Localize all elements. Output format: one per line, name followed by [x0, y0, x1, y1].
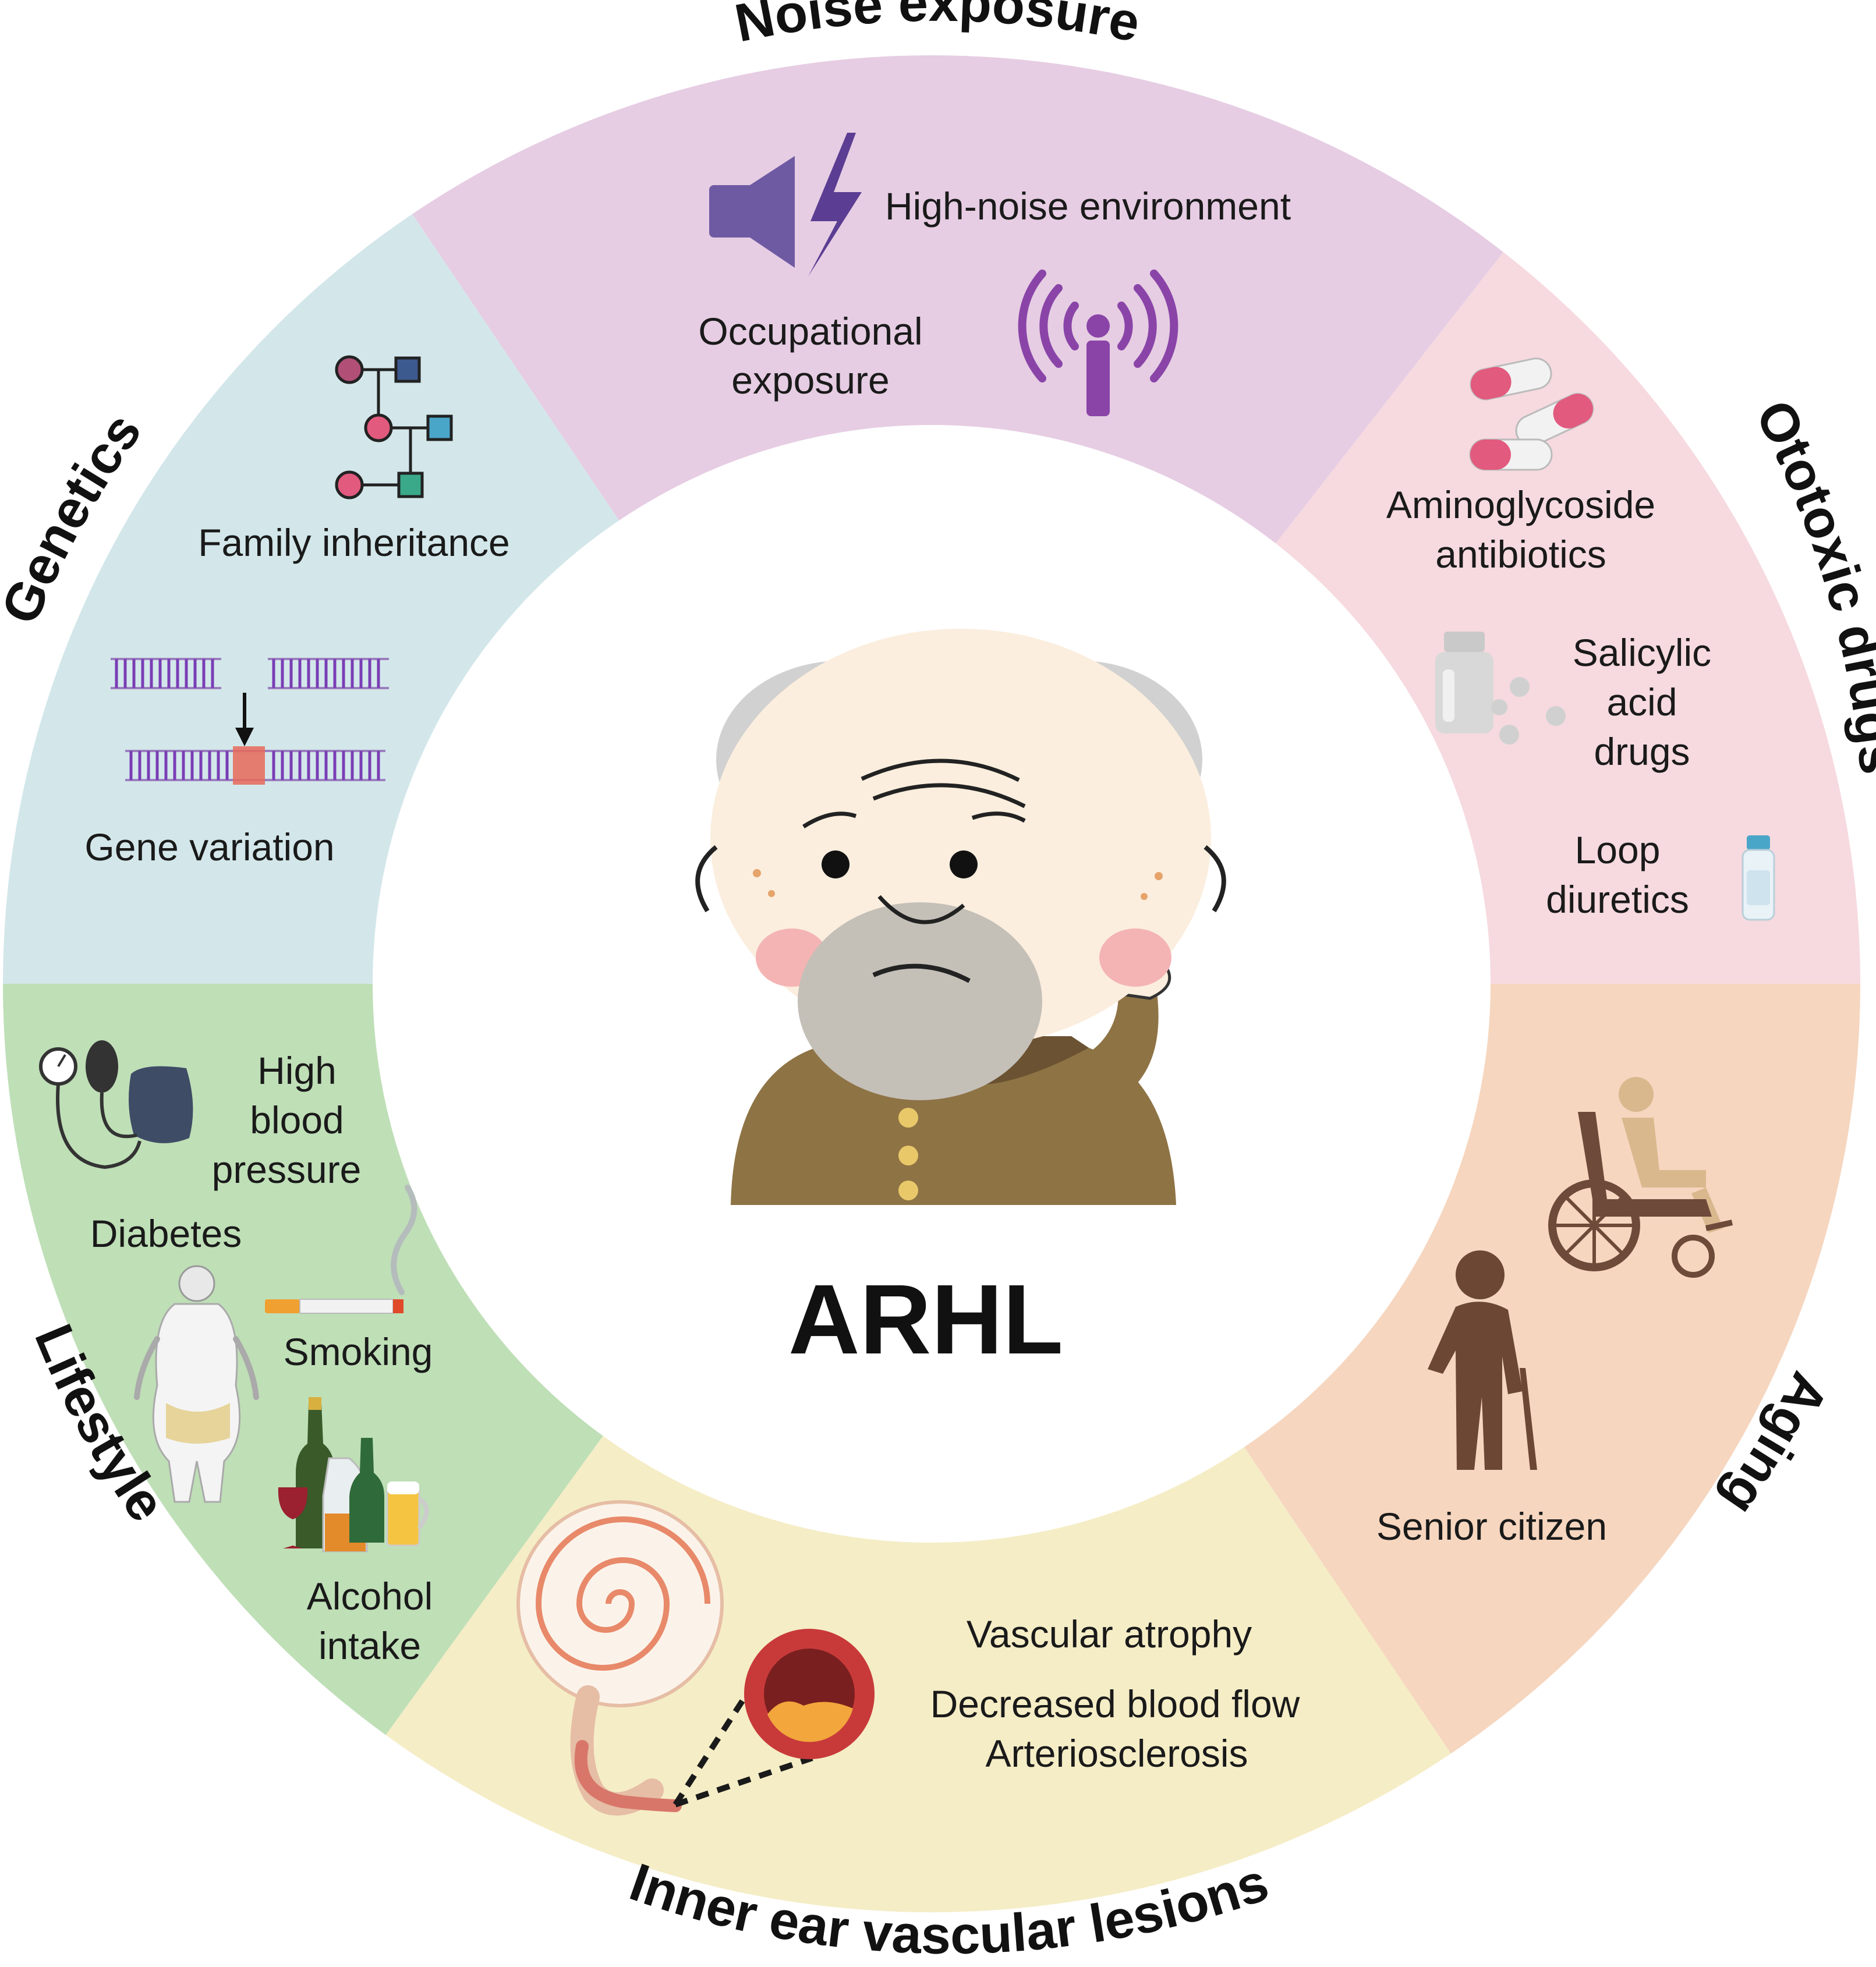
label-occupational: Occupational — [698, 310, 922, 353]
label-antibiotics: antibiotics — [1435, 533, 1606, 576]
label-gene-variation: Gene variation — [84, 825, 334, 869]
pill-bottle-icon — [1435, 632, 1566, 745]
elderly-person-with-cane-icon — [1428, 1250, 1537, 1470]
wheelchair-user-icon — [1548, 1077, 1733, 1278]
label-high-noise-environment: High-noise environment — [885, 185, 1291, 228]
center-title: ARHL — [788, 1264, 1063, 1375]
label-arteriosclerosis: Arteriosclerosis — [985, 1732, 1248, 1775]
segment-noise-exposure — [412, 55, 1503, 544]
obese-body-icon — [134, 1265, 259, 1503]
category-noise-exposure: Noise exposure — [730, 0, 1145, 54]
label-aminoglycoside: Aminoglycoside — [1386, 483, 1655, 526]
cochlea-icon — [516, 1500, 724, 1816]
blood-vessel-cross-section-icon — [744, 1629, 875, 1759]
family-pedigree-icon — [335, 355, 453, 499]
dna-variation-icon — [111, 658, 389, 785]
label-exposure: exposure — [731, 359, 890, 402]
segment-ototoxic-drugs — [1276, 252, 1860, 984]
label-decreased-blood-flow: Decreased blood flow — [930, 1682, 1300, 1725]
label-alcohol: Alcohol — [307, 1575, 433, 1618]
label-pressure: pressure — [212, 1148, 362, 1191]
label-high: High — [257, 1049, 337, 1092]
antenna-signal-icon — [1018, 270, 1178, 416]
vial-icon — [1742, 835, 1775, 921]
segment-genetics — [3, 214, 620, 984]
label-blood: blood — [250, 1098, 344, 1142]
label-diuretics: diuretics — [1546, 878, 1689, 921]
blood-pressure-monitor-icon — [39, 1040, 193, 1169]
label-salicylic: Salicylic — [1573, 631, 1711, 674]
segment-aging — [1244, 984, 1860, 1754]
elderly-man-illustration — [695, 629, 1226, 1205]
label-senior-citizen: Senior citizen — [1376, 1505, 1607, 1548]
label-diabetes: Diabetes — [90, 1212, 242, 1255]
alcohol-bottles-icon — [278, 1397, 429, 1553]
label-acid: acid — [1606, 681, 1677, 724]
lightning-icon — [808, 133, 862, 277]
speaker-icon — [709, 156, 795, 268]
label-smoking: Smoking — [284, 1330, 433, 1373]
category-noise-label: Noise exposure — [730, 0, 1145, 54]
capsule-pills-icon — [1469, 357, 1594, 471]
label-vascular-atrophy: Vascular atrophy — [967, 1612, 1252, 1656]
segment-lifestyle — [3, 984, 603, 1735]
cigarette-icon — [265, 1185, 417, 1314]
label-family-inheritance: Family inheritance — [198, 521, 510, 564]
label-loop: Loop — [1575, 828, 1661, 871]
label-drugs: drugs — [1594, 730, 1690, 773]
label-intake: intake — [318, 1624, 421, 1667]
